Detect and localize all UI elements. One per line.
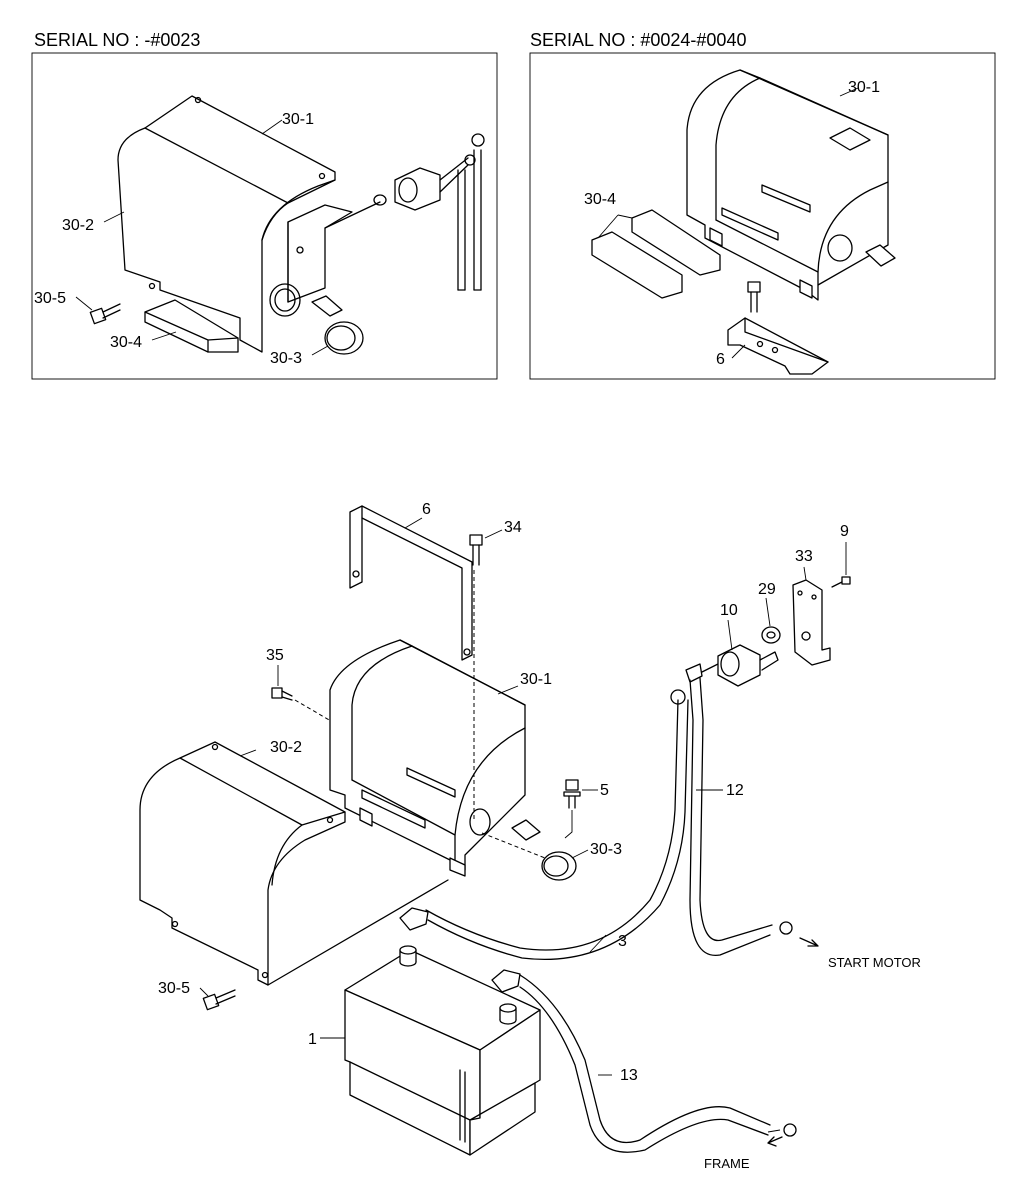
label-6: 6 [422, 501, 431, 518]
label-30-1: 30-1 [520, 671, 552, 688]
washer-29 [761, 626, 781, 644]
label-3: 3 [618, 933, 627, 950]
label-30-4-old: 30-4 [110, 334, 142, 351]
label-13: 13 [620, 1067, 638, 1084]
bolt-30-5 [202, 989, 236, 1011]
label-5: 5 [600, 782, 609, 799]
cable-3 [399, 689, 689, 960]
bolt-30-5-old [89, 303, 121, 325]
battery-switch-old [324, 133, 485, 291]
battery-box-new [686, 69, 896, 301]
inset-left: 30-1 30-2 30-5 30-4 30-3 [31, 52, 498, 380]
label-30-3: 30-3 [590, 841, 622, 858]
label-12: 12 [726, 782, 744, 799]
label-33: 33 [795, 548, 813, 565]
grommet-old [324, 321, 364, 355]
main-assembly: 6 34 35 30-1 30-2 5 30-3 30-5 1 3 13 12 … [139, 501, 921, 1171]
hold-down-bracket [349, 505, 473, 661]
header-serial-left: SERIAL NO : -#0023 [34, 30, 200, 50]
header-serial-right: SERIAL NO : #0024-#0040 [530, 30, 746, 50]
battery [344, 945, 541, 1156]
label-30-3-old: 30-3 [270, 350, 302, 367]
bolt-5 [563, 779, 581, 839]
bolt-34 [469, 534, 483, 566]
label-start-motor: START MOTOR [828, 955, 921, 970]
bracket-bolt-new [747, 281, 761, 313]
battery-cover [139, 741, 449, 986]
grommet [481, 832, 577, 881]
label-30-2: 30-2 [270, 739, 302, 756]
screw-9 [831, 576, 851, 588]
battery-box [329, 570, 541, 877]
label-9: 9 [840, 523, 849, 540]
battery-switch [701, 644, 779, 687]
label-10: 10 [720, 602, 738, 619]
label-30-1-old: 30-1 [282, 111, 314, 128]
inset-right: 30-1 30-4 6 [529, 52, 996, 380]
label-6-new: 6 [716, 351, 725, 368]
cable-13 [491, 969, 797, 1153]
inset-left-frame [31, 52, 498, 380]
mounting-plate-33 [792, 579, 831, 666]
label-1: 1 [308, 1031, 317, 1048]
label-34: 34 [504, 519, 522, 536]
label-30-1-new: 30-1 [848, 79, 880, 96]
label-30-5-old: 30-5 [34, 290, 66, 307]
label-29: 29 [758, 581, 776, 598]
label-30-2-old: 30-2 [62, 217, 94, 234]
screw-35 [271, 687, 361, 739]
label-30-5: 30-5 [158, 980, 190, 997]
inset-right-frame [529, 52, 996, 380]
cable-12 [685, 663, 819, 956]
label-frame: FRAME [704, 1156, 750, 1171]
box-pads-new [591, 209, 721, 299]
label-35: 35 [266, 647, 284, 664]
label-30-4-new: 30-4 [584, 191, 616, 208]
bracket-6-new [727, 317, 829, 375]
